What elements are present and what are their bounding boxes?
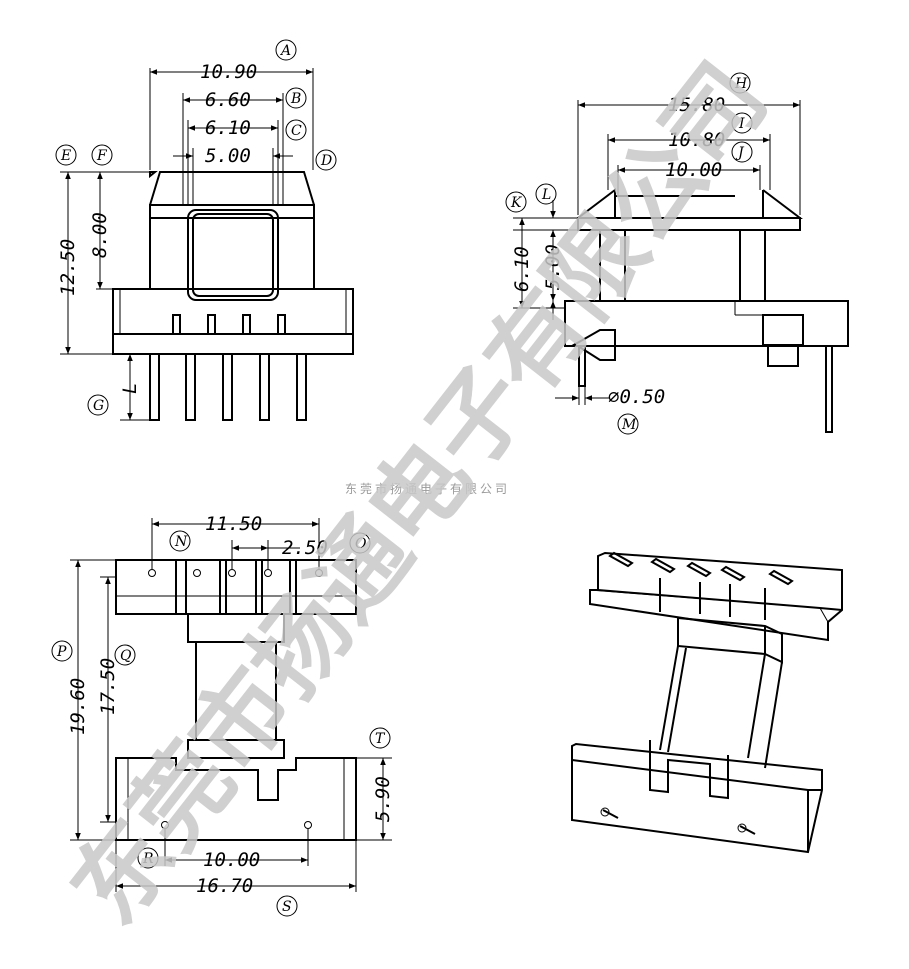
label-T: T [375,731,386,747]
dim-10-90: 10.90 [200,61,257,83]
dim-pin-dia: ⌀0.50 [608,386,665,408]
label-L: L [541,187,551,203]
dim-6-10: 6.10 [205,117,251,139]
label-K: K [510,195,523,211]
label-C: C [291,123,302,139]
label-H: H [734,76,748,92]
label-D: D [320,153,332,169]
label-P: P [56,644,67,660]
dim-17-50: 17.50 [97,658,119,715]
dim-10-00: 10.00 [665,159,722,181]
label-O: O [355,536,367,552]
dim-16-70: 16.70 [196,875,253,897]
dim-10-80: 10.80 [668,129,725,151]
front-view: 10.90 6.60 6.10 5.00 12.50 8.00 L A B C … [55,39,354,421]
label-I: I [738,116,745,132]
dim-5-90: 5.90 [372,776,394,822]
dim-5-00: 5.00 [205,145,251,167]
bottom-view-labels: N O P Q R S T [51,530,391,917]
pin-holes-top [148,569,323,577]
label-R: R [142,851,154,867]
label-G: G [93,398,104,414]
dim-5-00-side: 5.00 [542,244,564,290]
dim-2-50: 2.50 [282,537,328,559]
dim-6-60: 6.60 [205,89,251,111]
svg-text:东莞市扬通电子有限公司: 东莞市扬通电子有限公司 [50,43,788,944]
side-view-labels: H I J K L M [505,72,753,435]
watermark-small: 东莞市扬通电子有限公司 [345,481,510,496]
label-N: N [174,534,188,550]
dim-L: L [119,383,141,394]
label-B: B [290,91,301,107]
dim-6-10: 6.10 [511,246,533,292]
label-Q: Q [120,648,132,664]
label-S: S [282,899,292,915]
label-A: A [279,43,291,59]
front-pins [149,353,307,421]
front-view-labels: A B C D E F G [55,39,337,416]
label-F: F [96,148,108,164]
dim-12-50: 12.50 [57,239,79,296]
label-E: E [60,148,71,164]
dim-11-50: 11.50 [205,513,262,535]
bottom-view: 11.50 2.50 19.60 17.50 5.90 10.00 16.70 … [51,513,394,917]
side-view: 15.80 10.80 10.00 6.10 5.00 ⌀0.50 H I J … [505,72,849,435]
watermark-large: 东莞市扬通电子有限公司 [50,43,788,944]
label-M: M [621,417,637,433]
iso-pins-top [608,551,794,586]
dim-19-60: 19.60 [67,678,89,735]
label-J: J [735,145,745,161]
dim-10-00-bottom: 10.00 [203,849,260,871]
dim-15-80: 15.80 [668,94,725,116]
isometric-view [571,551,843,854]
dim-8-00: 8.00 [89,212,111,258]
